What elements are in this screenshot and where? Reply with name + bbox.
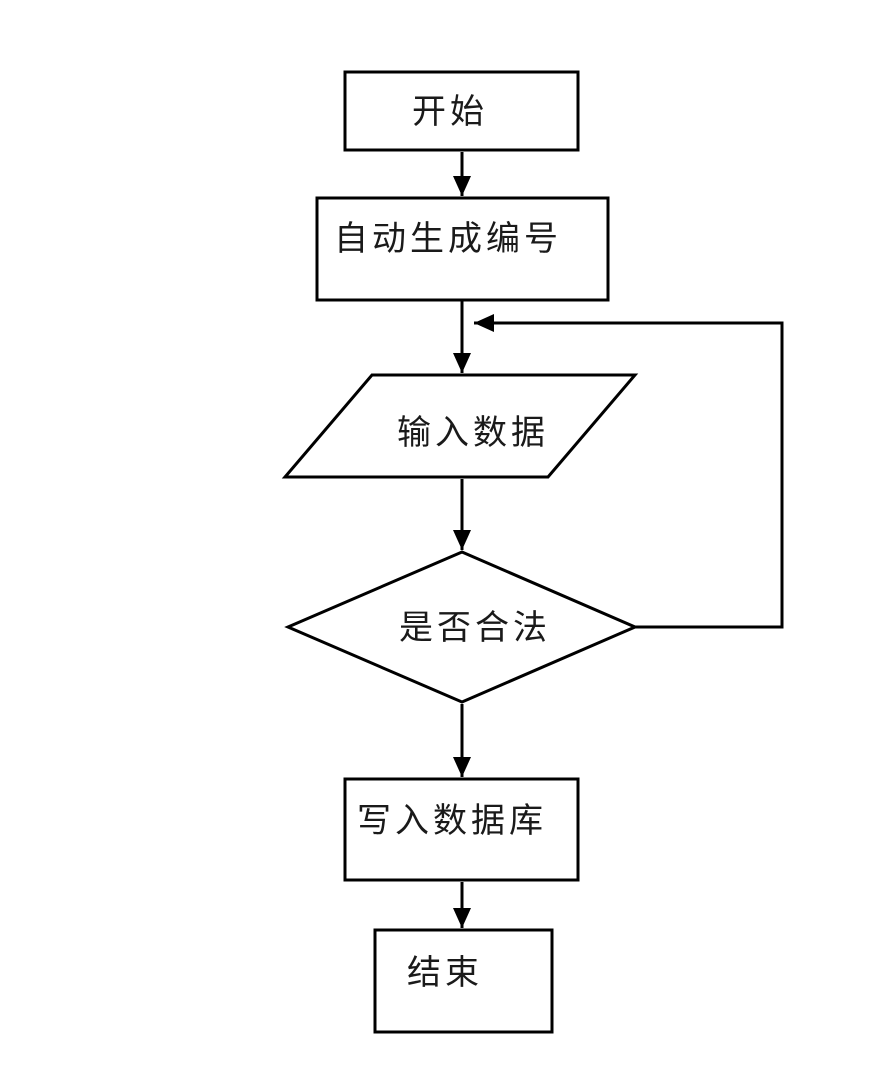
is-valid-decision-node: 是否合法	[284, 550, 639, 704]
start-node-shape	[343, 70, 580, 152]
is-valid-decision-node-shape	[284, 550, 639, 704]
start-node: 开始	[343, 70, 580, 152]
is-valid-decision-node-label: 是否合法	[399, 609, 551, 647]
end-node: 结束	[373, 928, 554, 1034]
start-node-label: 开始	[412, 93, 488, 131]
write-database-node-shape	[343, 777, 580, 882]
input-data-node: 输入数据	[281, 373, 639, 479]
end-node-shape	[373, 928, 554, 1034]
auto-generate-number-node-label: 自动生成编号	[334, 220, 562, 258]
auto-generate-number-node: 自动生成编号	[315, 196, 610, 302]
input-data-node-shape	[281, 373, 639, 479]
edge-loopback-is-valid-to-input-data	[474, 314, 784, 629]
input-data-node-label: 输入数据	[397, 414, 549, 452]
write-database-node: 写入数据库	[343, 777, 580, 882]
end-node-label: 结束	[407, 954, 483, 992]
auto-generate-number-node-shape	[315, 196, 610, 302]
write-database-node-label: 写入数据库	[357, 802, 547, 840]
